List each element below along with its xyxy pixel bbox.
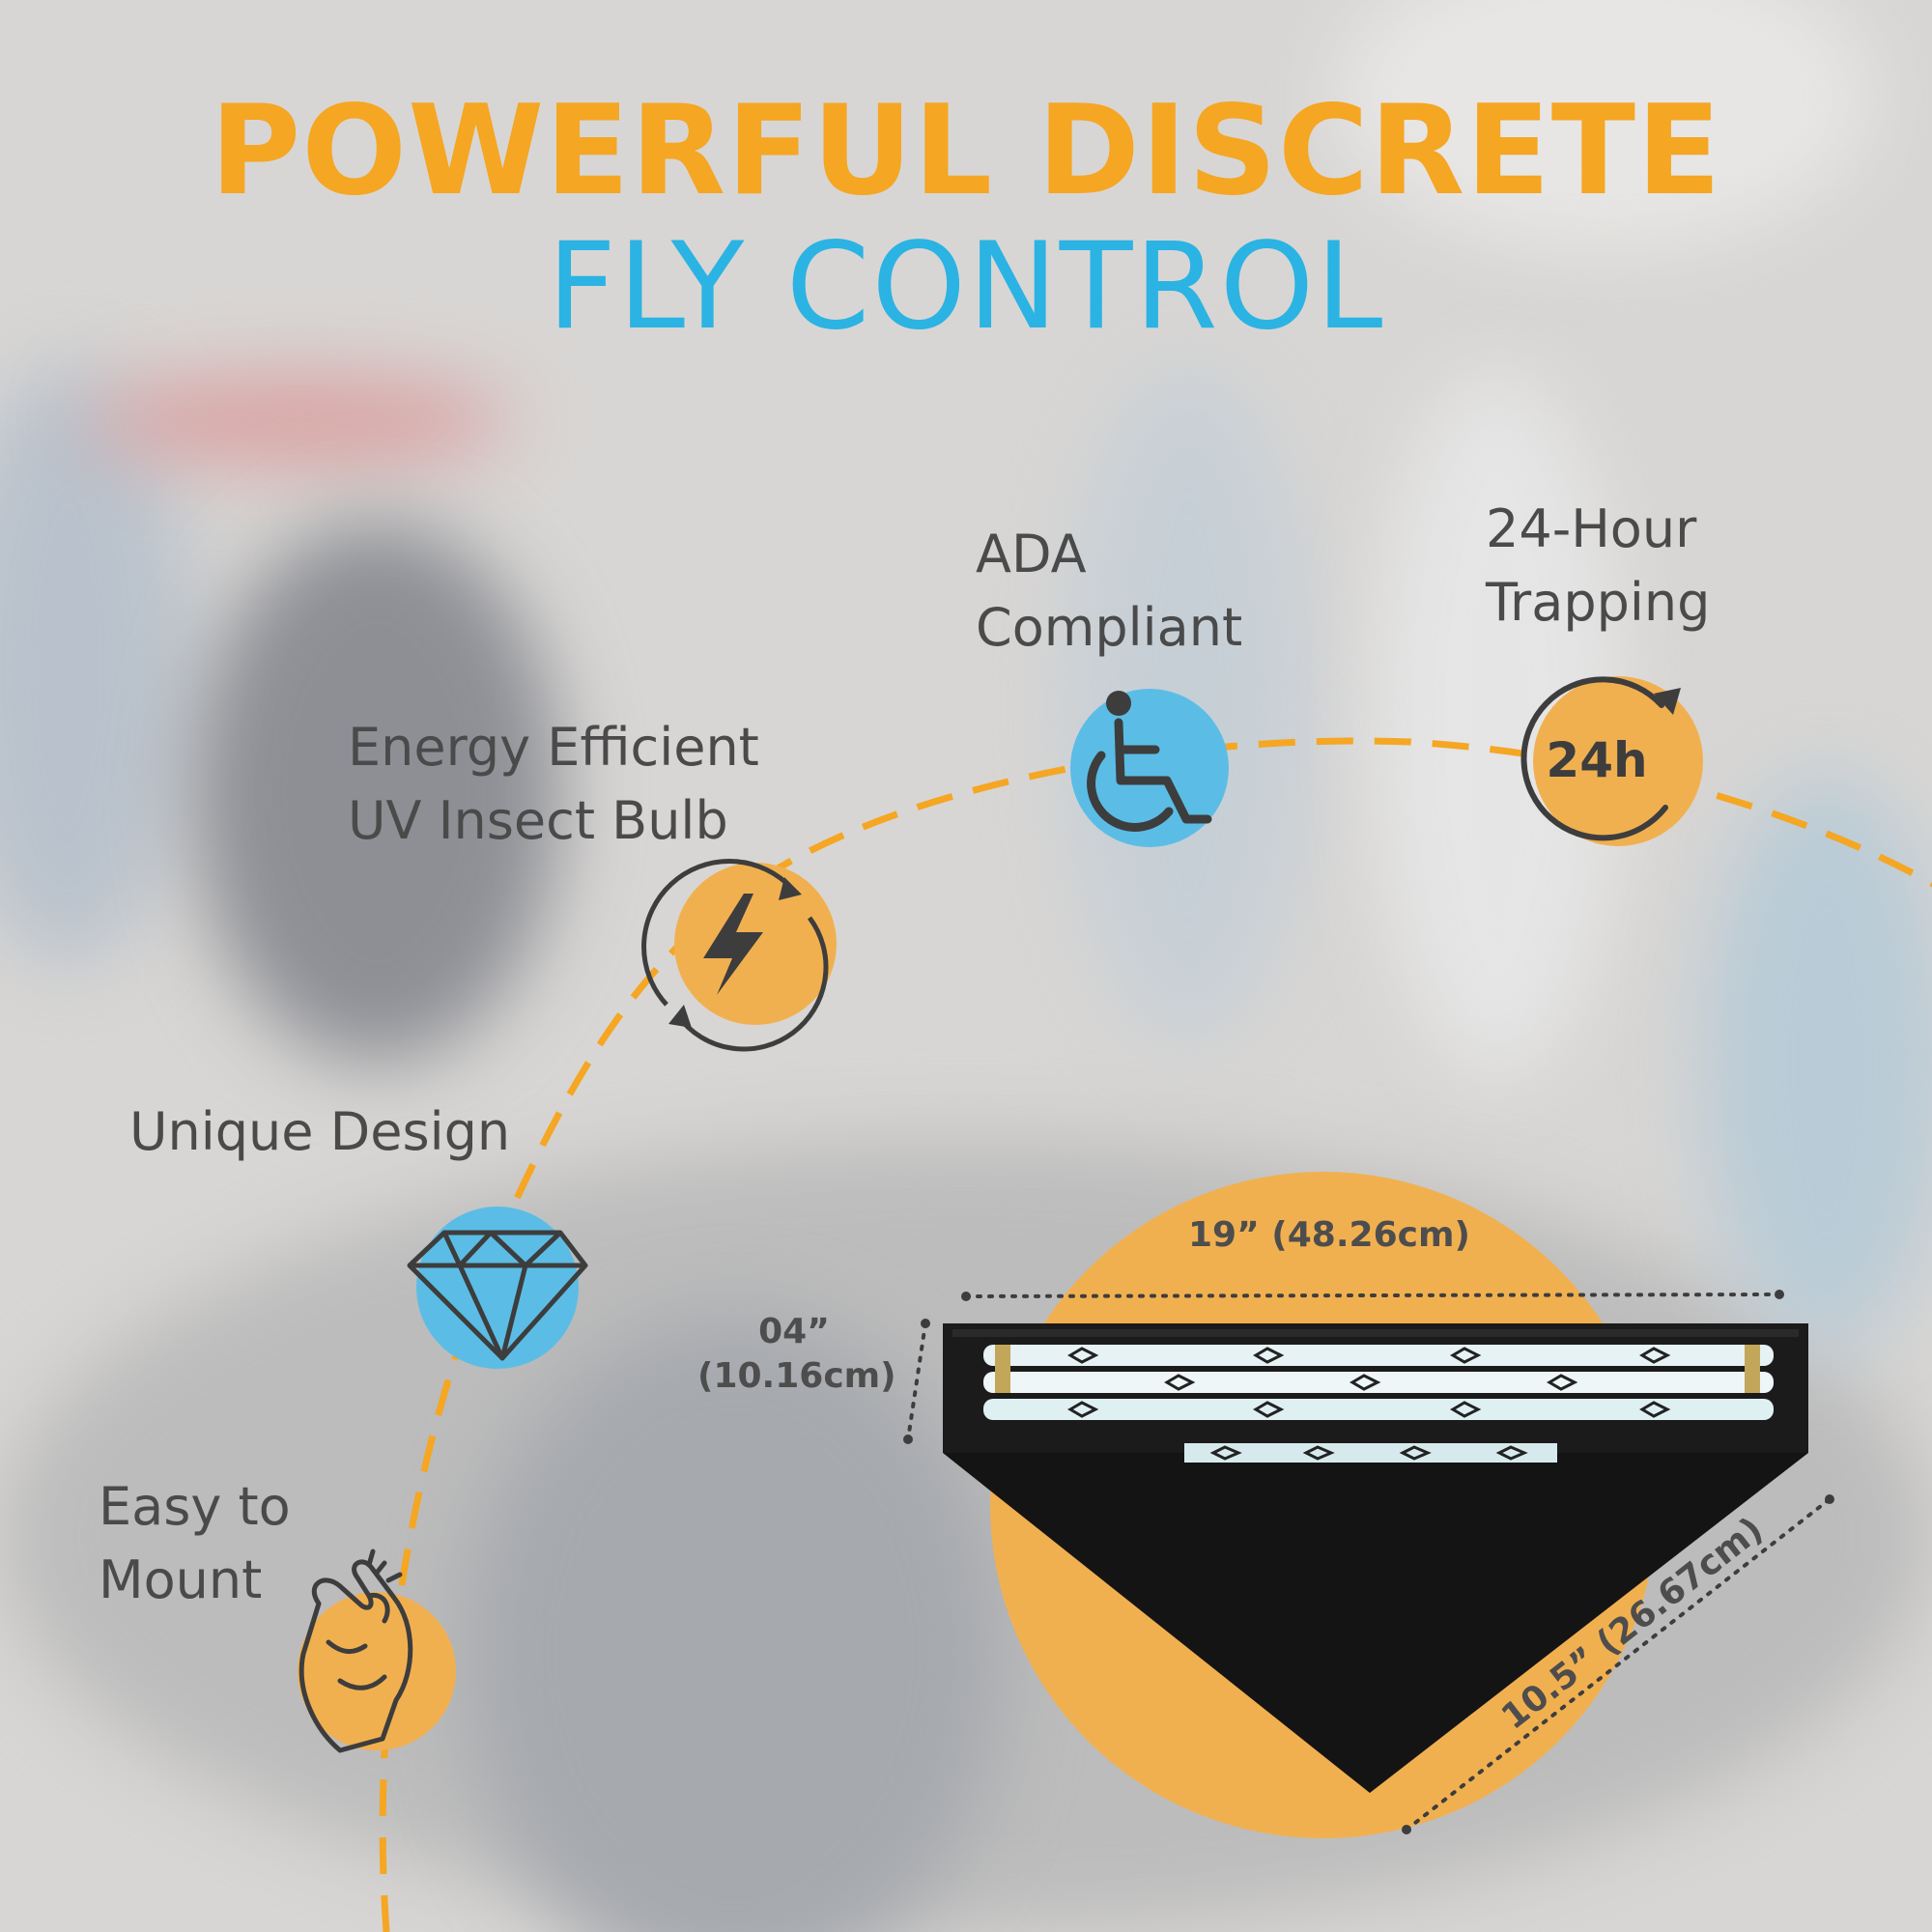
pinch-hand-icon: [298, 1548, 413, 1753]
dimension-height-line: 04”: [758, 1312, 830, 1351]
feature-label-line: 24-Hour: [1486, 498, 1697, 559]
dimension-lines: [906, 1293, 1832, 1832]
unique-design-circle: [416, 1207, 579, 1369]
feature-label-24-hour: 24-Hour Trapping: [1486, 493, 1710, 639]
feature-label-energy-efficient: Energy Efficient UV Insect Bulb: [348, 711, 759, 858]
dimension-height-line: (10.16cm): [697, 1356, 896, 1396]
feature-label-line: ADA: [976, 524, 1087, 584]
fly-trap-product-image: [943, 1323, 1808, 1793]
wheelchair-icon: [1087, 691, 1212, 832]
feature-label-line: Compliant: [976, 597, 1243, 658]
headline-primary: POWERFUL DISCRETE: [210, 79, 1722, 223]
feature-label-line: Mount: [99, 1549, 263, 1610]
feature-label-easy-mount: Easy to Mount: [99, 1470, 291, 1617]
energy-efficient-circle: [674, 863, 837, 1025]
dimension-height-label: 04” (10.16cm): [697, 1310, 896, 1399]
feature-label-line: Trapping: [1486, 572, 1711, 633]
feature-label-line: Energy Efficient: [348, 717, 759, 778]
lightning-bolt-icon: [641, 859, 829, 1052]
feature-label-line: UV Insect Bulb: [348, 790, 728, 851]
feature-label-line: Unique Design: [129, 1101, 511, 1162]
easy-mount-circle: [298, 1592, 456, 1750]
dimension-width-label: 19” (48.26cm): [1188, 1215, 1470, 1255]
dimension-endpoints: [903, 1290, 1834, 1834]
ada-compliant-circle: [1070, 689, 1229, 847]
headline-secondary: FLY CONTROL: [547, 217, 1385, 356]
feature-label-ada-compliant: ADA Compliant: [976, 518, 1242, 665]
clock-cycle-icon: [1520, 676, 1681, 841]
feature-label-unique-design: Unique Design: [129, 1095, 510, 1169]
diamond-icon: [407, 1230, 588, 1361]
feature-label-line: Easy to: [99, 1476, 291, 1537]
24-hour-circle: [1533, 676, 1703, 846]
24h-icon-text: 24h: [1546, 732, 1648, 788]
